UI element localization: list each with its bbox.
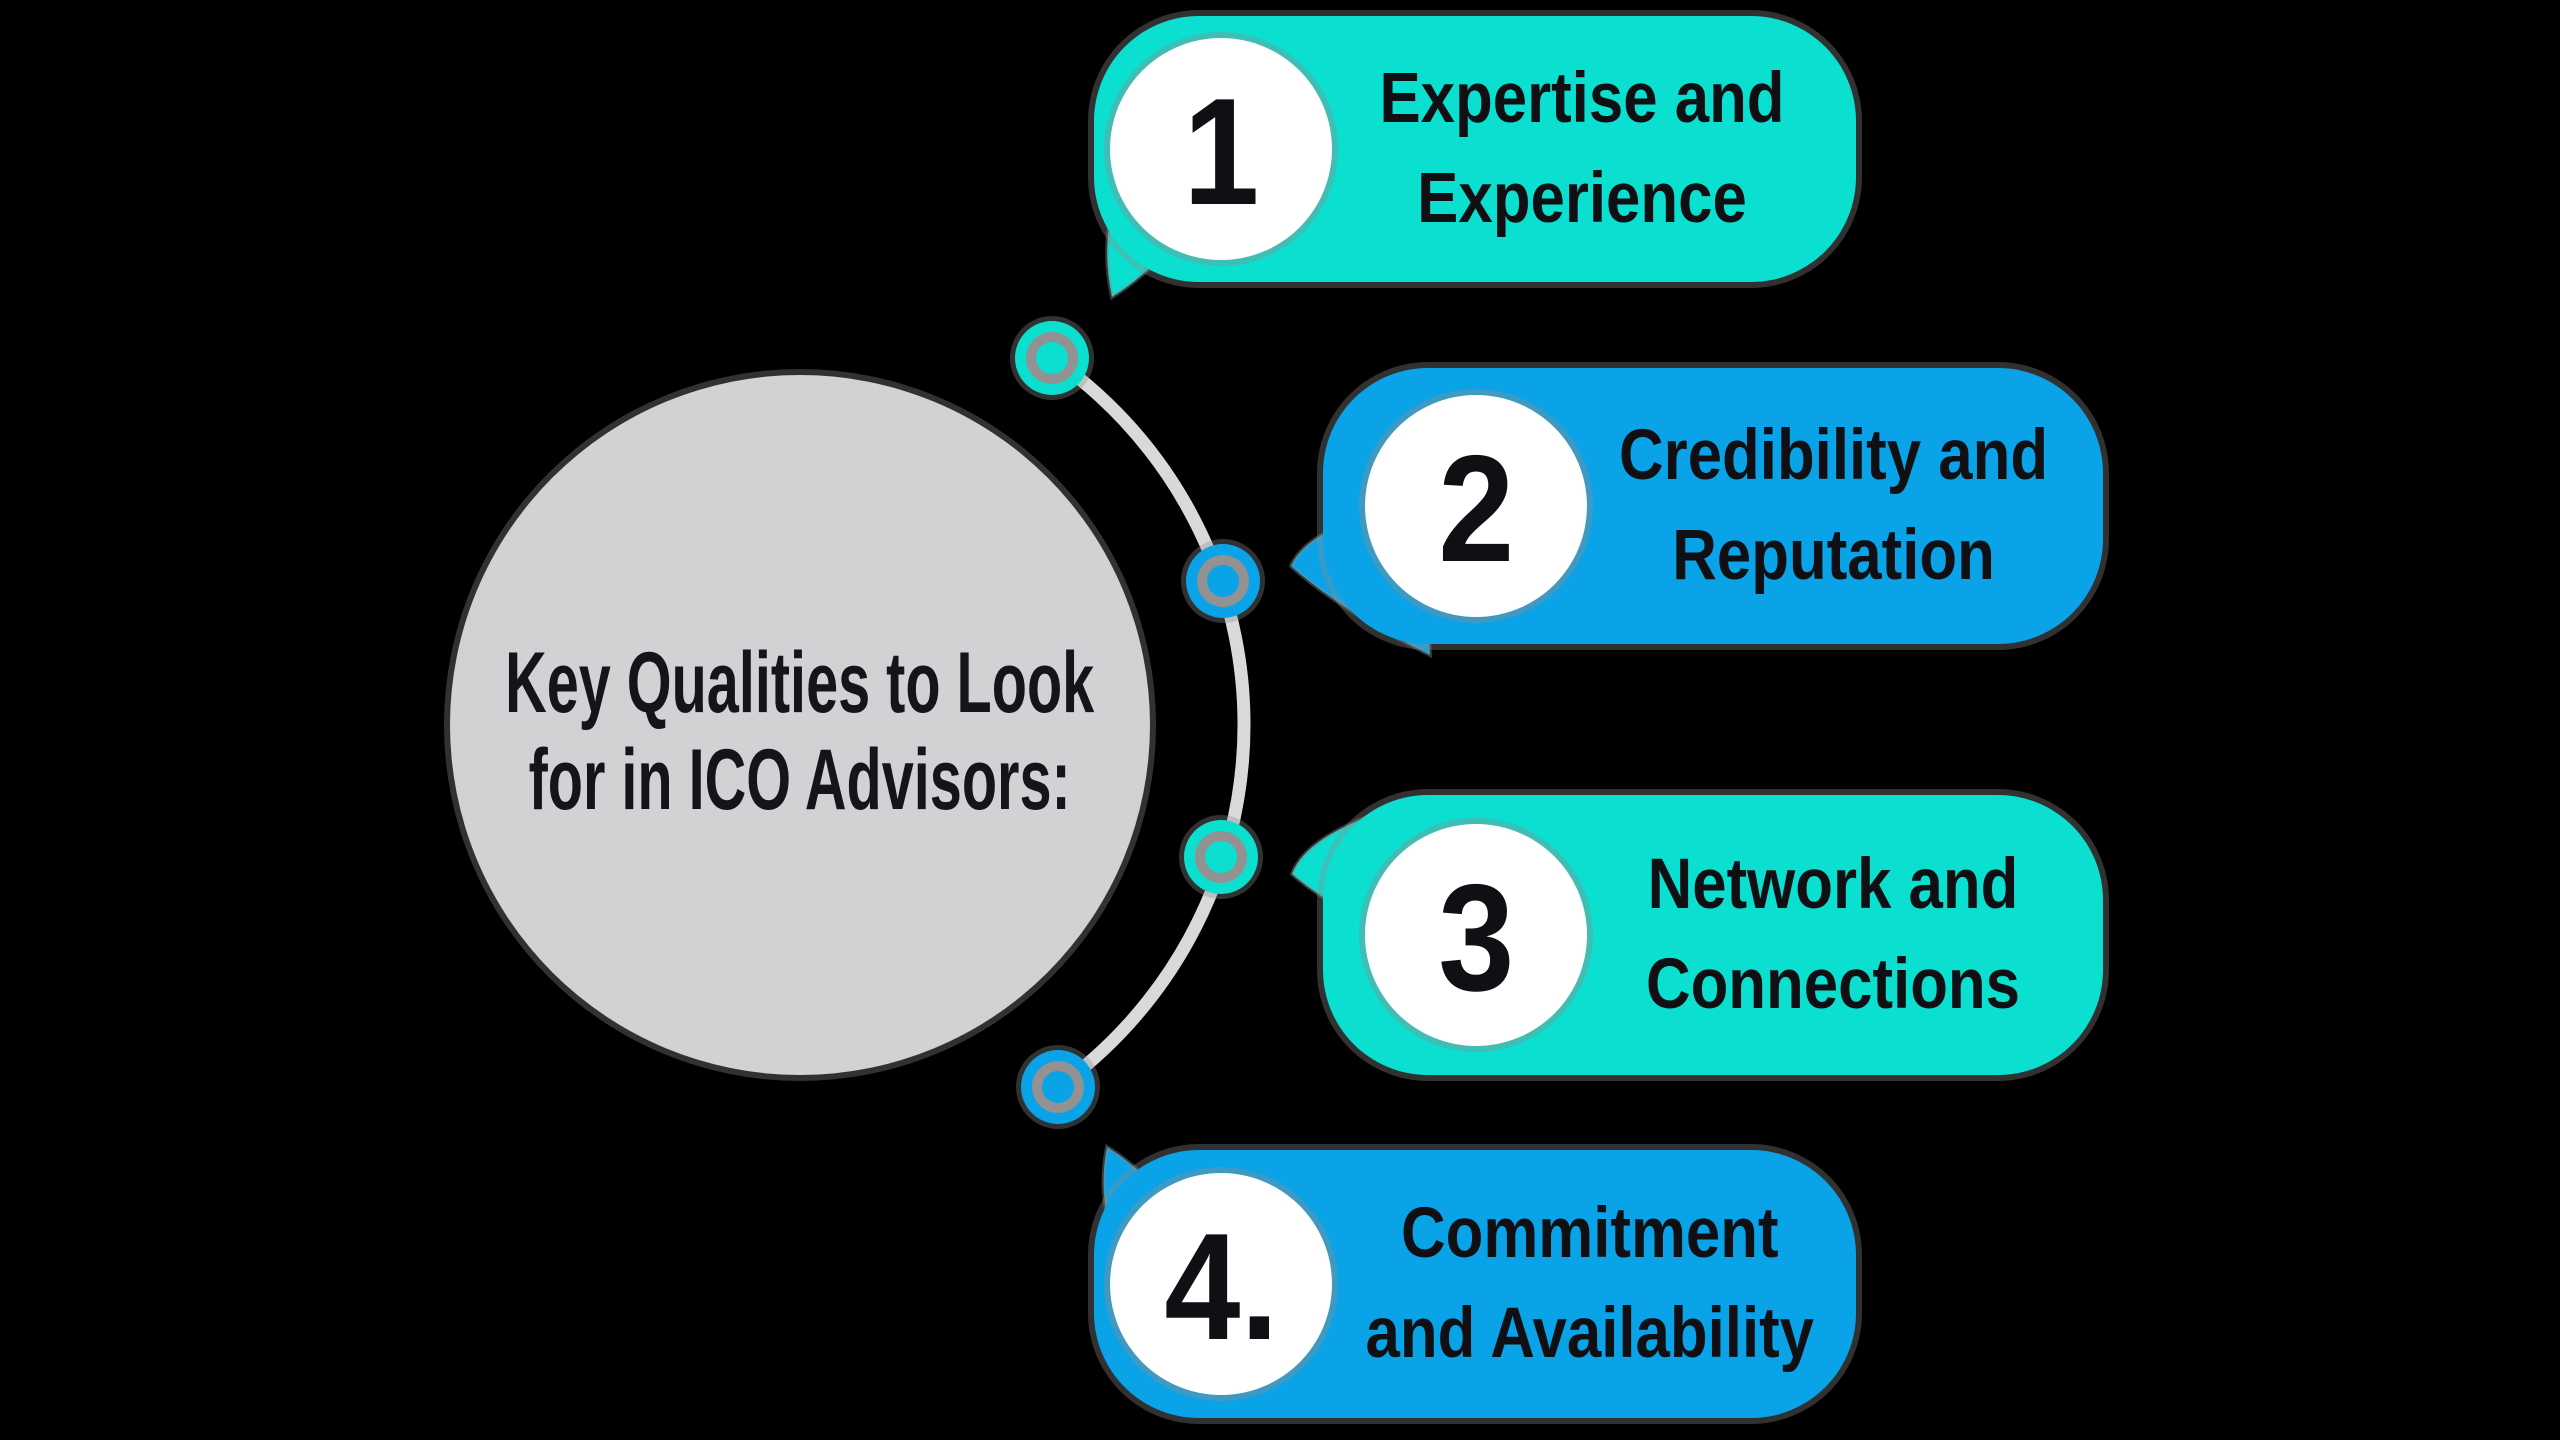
connector-arc bbox=[1045, 351, 1251, 1094]
item-bubble-3: 3 Network and Connections bbox=[1323, 795, 2103, 1075]
item-3-number: 3 bbox=[1437, 853, 1515, 1023]
node-1-core bbox=[1036, 342, 1068, 374]
node-4-ring bbox=[1032, 1061, 1084, 1113]
item-1-number: 1 bbox=[1182, 67, 1260, 237]
item-4-label: Commitment and Availability bbox=[1332, 1184, 1872, 1384]
connector-node-4 bbox=[1021, 1050, 1095, 1124]
item-2-number-badge: 2 bbox=[1365, 395, 1587, 617]
node-3-core bbox=[1205, 841, 1237, 873]
connector-node-3 bbox=[1184, 820, 1258, 894]
center-title: Key Qualities to Look for in ICO Advisor… bbox=[360, 635, 1239, 829]
node-1-ring bbox=[1026, 332, 1078, 384]
item-3-number-badge: 3 bbox=[1365, 824, 1587, 1046]
item-2-label-line2: Reputation bbox=[1672, 516, 1995, 595]
item-3-label-line2: Connections bbox=[1645, 945, 2021, 1024]
item-bubble-2: 2 Credibility and Reputation bbox=[1323, 368, 2103, 644]
item-2-label-line1: Credibility and bbox=[1619, 416, 2049, 495]
connector-node-2 bbox=[1186, 544, 1260, 618]
item-4-number-badge: 4. bbox=[1110, 1173, 1332, 1395]
item-1-number-badge: 1 bbox=[1110, 38, 1332, 260]
item-bubble-4: 4. Commitment and Availability bbox=[1094, 1150, 1856, 1418]
item-3-label: Network and Connections bbox=[1587, 835, 2103, 1035]
node-2-ring bbox=[1197, 555, 1249, 607]
item-3-label-line1: Network and bbox=[1647, 845, 2019, 924]
item-2-number: 2 bbox=[1437, 424, 1515, 594]
item-bubble-1: 1 Expertise and Experience bbox=[1094, 16, 1856, 282]
center-title-line1: Key Qualities to Look bbox=[505, 635, 1095, 731]
center-circle: Key Qualities to Look for in ICO Advisor… bbox=[450, 375, 1150, 1075]
item-1-label-line1: Expertise and bbox=[1379, 59, 1785, 138]
item-4-label-line2: and Availability bbox=[1365, 1294, 1815, 1373]
center-title-line2: for in ICO Advisors: bbox=[528, 732, 1072, 828]
item-2-label: Credibility and Reputation bbox=[1587, 406, 2104, 606]
node-4-core bbox=[1042, 1071, 1074, 1103]
connector-node-1 bbox=[1015, 321, 1089, 395]
item-4-label-line1: Commitment bbox=[1401, 1194, 1779, 1273]
item-1-label-line2: Experience bbox=[1417, 159, 1747, 238]
item-4-number: 4. bbox=[1163, 1202, 1279, 1372]
node-2-core bbox=[1207, 565, 1239, 597]
item-1-label: Expertise and Experience bbox=[1332, 49, 1856, 249]
node-3-ring bbox=[1195, 831, 1247, 883]
